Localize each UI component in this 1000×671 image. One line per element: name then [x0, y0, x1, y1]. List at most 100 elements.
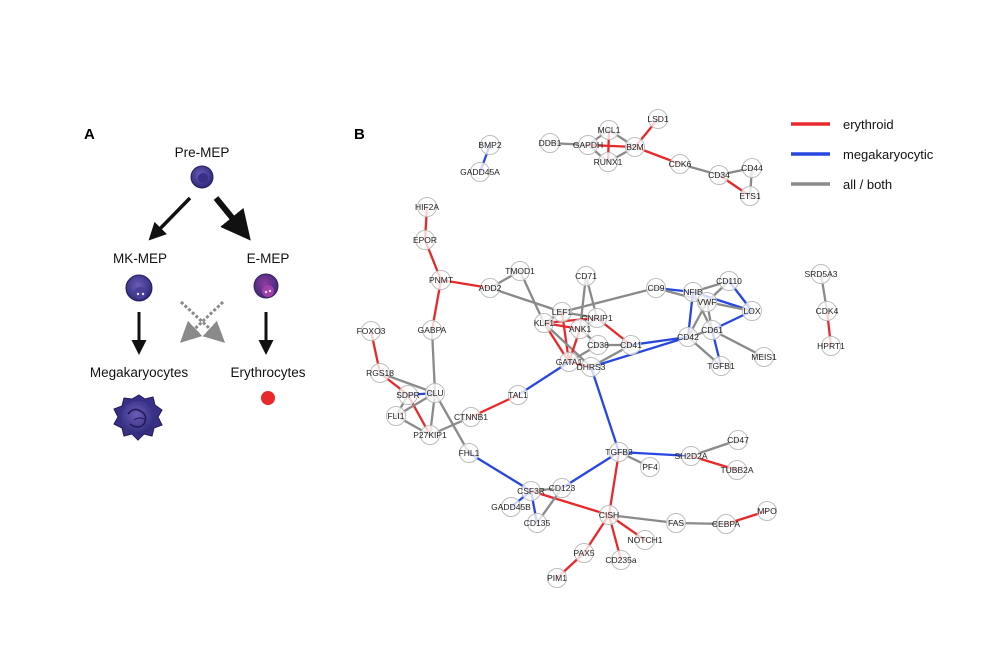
node-label: ETS1: [739, 191, 761, 201]
node-circle: [422, 320, 442, 340]
node-circle: [621, 335, 641, 355]
node-circle: [588, 335, 608, 355]
node-label: GADD45B: [491, 502, 531, 512]
edge-dhrs3-tgfb2: [589, 365, 621, 454]
node-label: PIM1: [547, 573, 567, 583]
pre-mep-label: Pre-MEP: [175, 145, 230, 160]
node-label: MCL1: [598, 125, 621, 135]
node-label: CNRIP1: [581, 313, 612, 323]
node-circle: [648, 109, 668, 129]
node-circle: [415, 230, 435, 250]
node-circle: [646, 278, 666, 298]
dashed-arrow-mk-to-erythro: [179, 300, 226, 343]
node-circle: [681, 446, 701, 466]
node-cd71: CD71: [575, 266, 597, 286]
dashed-arrow-e-to-mega: [179, 300, 225, 343]
panel-a-label: A: [84, 126, 95, 143]
erythrocyte-cell-icon: [261, 391, 275, 405]
node-cd135: CD135: [524, 513, 550, 533]
node-label: CD235a: [605, 555, 636, 565]
node-circle: [574, 543, 594, 563]
node-label: CD47: [727, 435, 749, 445]
node-label: CD110: [716, 276, 742, 286]
node-tubb2a: TUBB2A: [720, 460, 754, 480]
node-cd235a: CD235a: [605, 550, 637, 570]
node-label: CEBPA: [712, 519, 741, 529]
node-circle: [552, 478, 572, 498]
node-label: CDK6: [669, 159, 692, 169]
legend-label-all-both: all / both: [843, 177, 892, 192]
node-csf3r: CSF3R: [517, 481, 545, 501]
node-label: CTNNB1: [454, 412, 488, 422]
node-lox: LOX: [742, 301, 762, 321]
erythrocytes-label: Erythrocytes: [230, 365, 305, 380]
node-label: CISH: [599, 510, 619, 520]
node-label: P27KIP1: [413, 430, 447, 440]
node-circle: [711, 356, 731, 376]
node-gadd45b: GADD45B: [491, 497, 531, 517]
node-b2m: B2M: [625, 137, 645, 157]
node-cd41: CD41: [620, 335, 642, 355]
node-circle: [611, 550, 631, 570]
edge-cish-fas: [607, 513, 678, 525]
node-meis1: MEIS1: [751, 347, 777, 367]
node-circle: [581, 357, 601, 377]
node-circle: [599, 120, 619, 140]
node-circle: [683, 282, 703, 302]
legend: erythroid megakaryocytic all / both: [791, 117, 934, 192]
edge-tgfb2-sh2d2a: [617, 450, 693, 458]
node-notch1: NOTCH1: [628, 530, 663, 550]
node-label: CD44: [741, 163, 763, 173]
node-circle: [702, 320, 722, 340]
node-label: CD34: [708, 170, 730, 180]
node-label: ADD2: [479, 283, 502, 293]
node-cd123: CD123: [549, 478, 575, 498]
node-cnrip1: CNRIP1: [581, 308, 613, 328]
node-tmod1: TMOD1: [505, 261, 535, 281]
node-cd9: CD9: [646, 278, 666, 298]
node-lsd1: LSD1: [647, 109, 669, 129]
megakaryocyte-cell-icon: [113, 394, 163, 441]
node-gata1: GATA1: [556, 352, 583, 372]
node-sdpr: SDPR: [396, 385, 420, 405]
node-lef1: LEF1: [552, 302, 572, 322]
node-label: GABPA: [418, 325, 447, 335]
node-cdk6: CDK6: [669, 154, 692, 174]
node-label: CD9: [647, 283, 664, 293]
node-cdk4: CDK4: [816, 301, 839, 321]
node-label: TMOD1: [505, 266, 535, 276]
node-circle: [757, 501, 777, 521]
edge-csf3r-cish: [529, 489, 611, 517]
node-circle: [709, 165, 729, 185]
node-circle: [417, 197, 437, 217]
node-mpo: MPO: [757, 501, 777, 521]
edge-clu-fhl1: [433, 391, 471, 455]
node-circle: [510, 261, 530, 281]
edge-tgfb2-cish: [607, 450, 621, 517]
node-circle: [609, 442, 629, 462]
node-circle: [728, 430, 748, 450]
node-circle: [666, 513, 686, 533]
node-bmp2: BMP2: [478, 135, 502, 155]
node-circle: [480, 278, 500, 298]
node-sh2d2a: SH2D2A: [674, 446, 708, 466]
node-cd44: CD44: [741, 158, 763, 178]
node-label: TAL1: [508, 390, 528, 400]
node-circle: [508, 385, 528, 405]
node-label: PNMT: [429, 275, 453, 285]
node-circle: [559, 352, 579, 372]
node-pnmt: PNMT: [429, 270, 453, 290]
node-tgfb1: TGFB1: [707, 356, 735, 376]
node-cd110: CD110: [716, 271, 742, 291]
node-circle: [716, 514, 736, 534]
node-dhrs3: DHRS3: [577, 357, 606, 377]
node-circle: [727, 460, 747, 480]
node-epor: EPOR: [413, 230, 437, 250]
node-label: TGFB2: [605, 447, 633, 457]
node-circle: [370, 363, 390, 383]
legend-label-megakaryocytic: megakaryocytic: [843, 147, 934, 162]
